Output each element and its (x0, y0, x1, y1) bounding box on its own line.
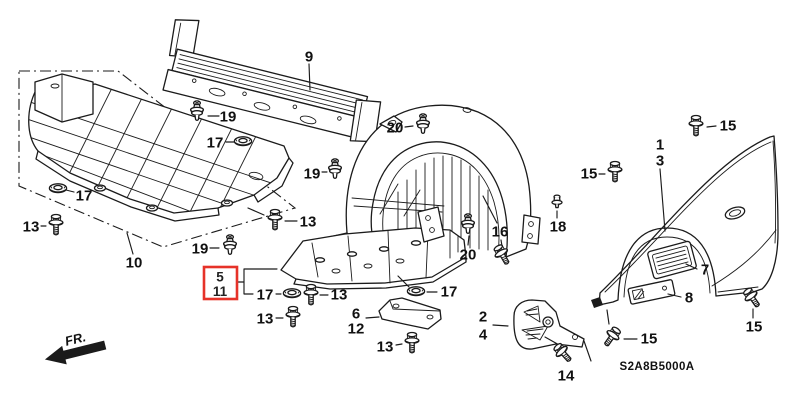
clip-nut-icon (406, 286, 426, 297)
callout-1[interactable]: 1 (656, 137, 664, 154)
callout-17-4[interactable]: 17 (441, 284, 458, 301)
hex-flange-bolt-icon (303, 283, 319, 306)
clip-nut-icon (282, 288, 302, 299)
splash-shield-plate-drawing (280, 206, 467, 290)
hex-flange-bolt-icon (404, 331, 420, 354)
callout-13-3[interactable]: 13 (257, 311, 274, 328)
callout-19-2[interactable]: 19 (304, 166, 321, 183)
snap-clip-icon (551, 194, 563, 209)
hex-flange-bolt-icon (285, 305, 301, 328)
callout-15-4[interactable]: 15 (746, 319, 763, 336)
callout-6[interactable]: 6 (352, 306, 360, 323)
part-9-front-cover-drawing (162, 19, 382, 143)
highlight-box-5-11[interactable]: 5 11 (202, 265, 239, 301)
front-arrow-icon (44, 340, 107, 365)
callout-labels: 9 19 17 19 13 19 13 17 10 17 13 13 13 17… (23, 49, 763, 385)
part-6-12-stay-drawing (378, 297, 442, 330)
push-rivet-clip-icon (222, 234, 238, 256)
callout-20-1[interactable]: 20 (387, 120, 404, 137)
callout-17-3[interactable]: 17 (257, 287, 274, 304)
callout-8[interactable]: 8 (685, 290, 693, 307)
hex-flange-bolt-icon (267, 208, 283, 231)
callout-15-1[interactable]: 15 (720, 118, 737, 135)
callout-12[interactable]: 12 (348, 321, 365, 338)
diagram-code: S2A8B5000A (620, 361, 695, 373)
callout-16[interactable]: 16 (492, 224, 509, 241)
part-10-boundary-box (18, 70, 297, 248)
callout-14[interactable]: 14 (558, 368, 575, 385)
callout-13-4[interactable]: 13 (377, 339, 394, 356)
callout-18[interactable]: 18 (550, 219, 567, 236)
callout-4[interactable]: 4 (479, 327, 488, 344)
part-8-garnish-drawing (627, 279, 676, 305)
hex-flange-bolt-icon (688, 114, 704, 137)
leader-lines (40, 63, 754, 362)
callout-10[interactable]: 10 (126, 255, 143, 272)
hex-flange-bolt-icon (607, 160, 623, 183)
callout-19-1[interactable]: 19 (220, 109, 237, 126)
push-rivet-clip-icon (460, 213, 476, 235)
hex-flange-bolt-icon (599, 323, 624, 350)
clip-nut-icon (48, 183, 68, 194)
part-2-4-bracket-drawing (513, 299, 585, 350)
callout-2[interactable]: 2 (479, 309, 487, 326)
front-direction-indicator: FR. (44, 329, 107, 365)
hex-flange-bolt-icon (48, 213, 64, 236)
callout-15-2[interactable]: 15 (581, 166, 598, 183)
callout-13-5[interactable]: 13 (331, 287, 348, 304)
callout-20-2[interactable]: 20 (460, 247, 477, 264)
front-direction-label: FR. (63, 329, 87, 349)
callout-5[interactable]: 5 (216, 270, 224, 285)
callout-17-2[interactable]: 17 (76, 188, 93, 205)
callout-9[interactable]: 9 (305, 49, 313, 66)
clip-nut-icon (233, 136, 253, 147)
callout-17-1[interactable]: 17 (207, 135, 224, 152)
part-7-garnish-drawing (647, 240, 697, 280)
callout-3[interactable]: 3 (656, 153, 664, 170)
callout-19-3[interactable]: 19 (192, 241, 209, 258)
callout-11[interactable]: 11 (213, 284, 228, 299)
callout-7[interactable]: 7 (701, 262, 709, 279)
part-10-under-cover-drawing (28, 73, 294, 222)
callout-13-1[interactable]: 13 (300, 214, 317, 231)
callout-15-3[interactable]: 15 (641, 331, 658, 348)
callout-13-2[interactable]: 13 (23, 219, 40, 236)
push-rivet-clip-icon (327, 158, 343, 180)
fender-drawing (591, 135, 779, 308)
